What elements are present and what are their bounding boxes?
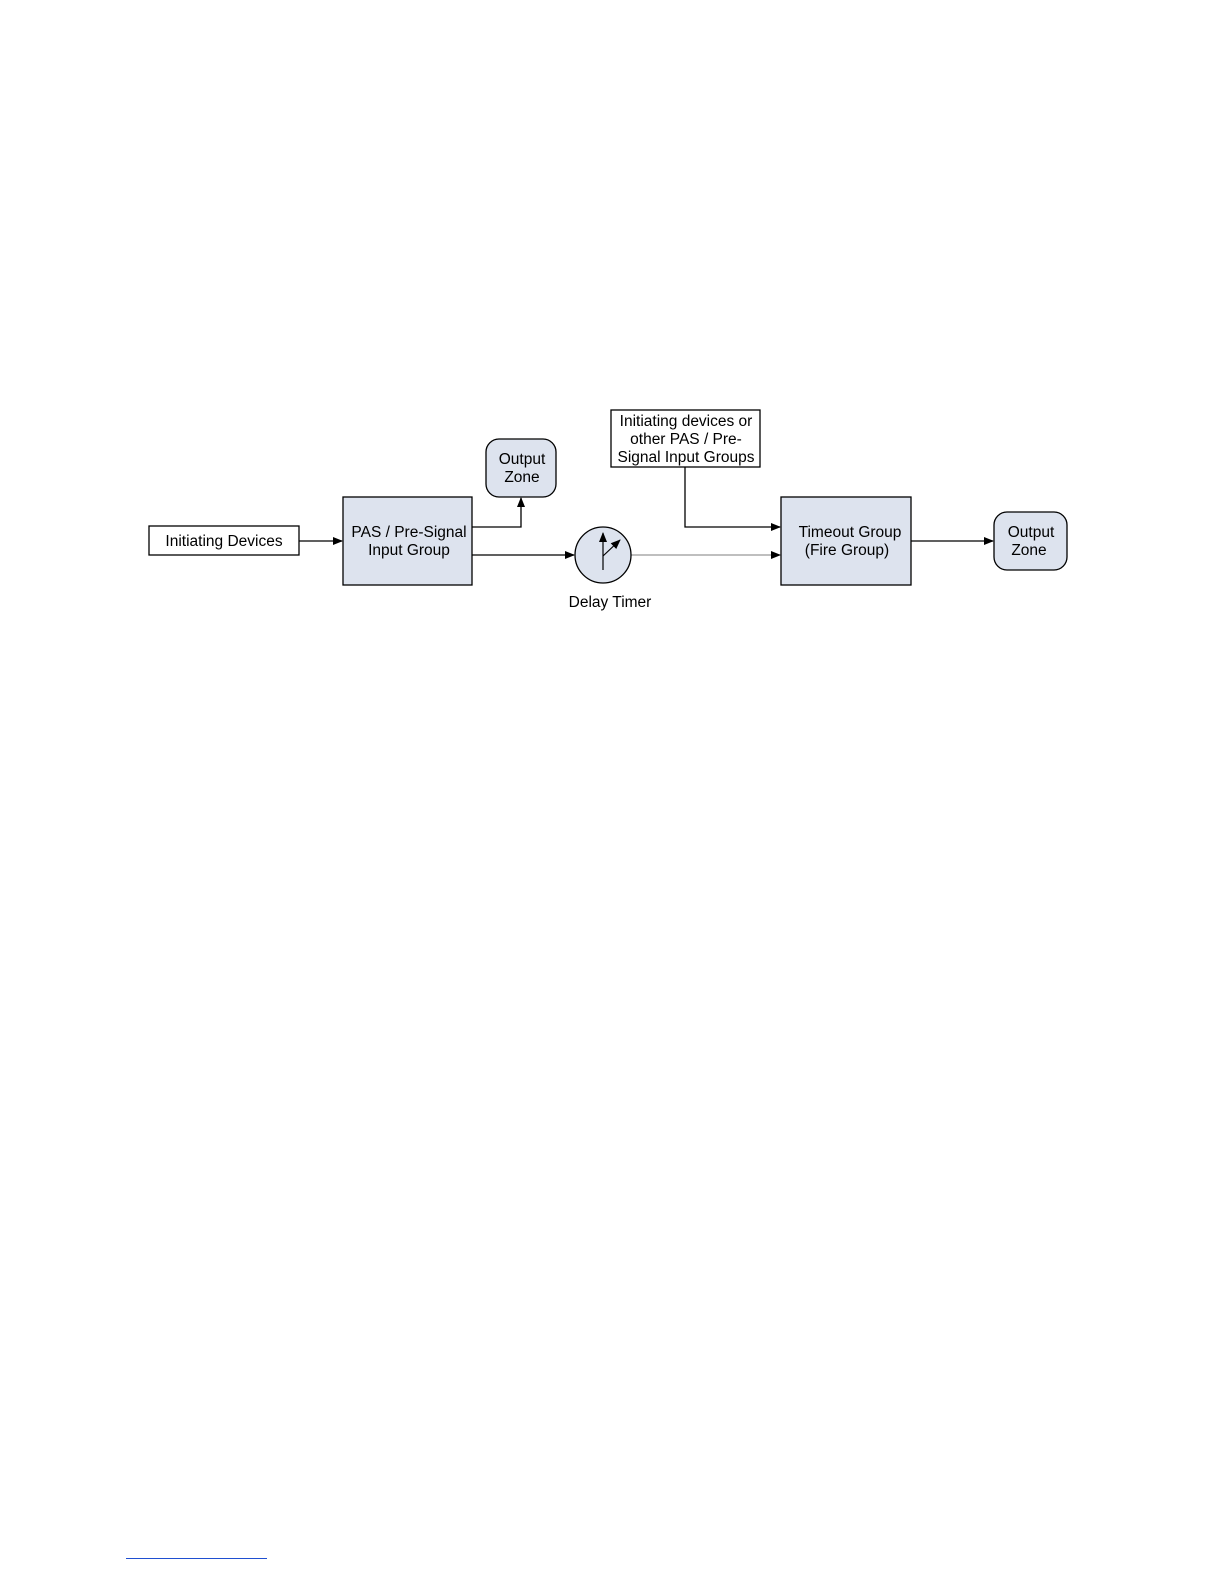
- other-inputs-label-line3: Signal Input Groups: [617, 449, 754, 466]
- pas-input-group-node: PAS / Pre-Signal Input Group: [343, 497, 472, 585]
- output-zone-right-box: [994, 512, 1067, 570]
- other-inputs-label-line2: other PAS / Pre-: [630, 431, 742, 448]
- output-zone-right-node: Output Zone: [994, 512, 1067, 570]
- pas-input-group-label-line1: PAS / Pre-Signal: [351, 524, 466, 541]
- timeout-group-node: Timeout Group (Fire Group): [781, 497, 911, 585]
- arrow-pas-to-output-zone-top: [472, 498, 521, 527]
- timeout-group-box: [781, 497, 911, 585]
- timeout-group-label-line2: (Fire Group): [805, 542, 889, 559]
- output-zone-top-node: Output Zone: [486, 439, 556, 497]
- pas-input-group-label-line2: Input Group: [368, 542, 450, 559]
- footnote-separator: [126, 1558, 267, 1559]
- other-inputs-node: Initiating devices or other PAS / Pre- S…: [611, 410, 760, 467]
- output-zone-top-box: [486, 439, 556, 497]
- pas-input-group-box: [343, 497, 472, 585]
- output-zone-right-label-line2: Zone: [1011, 542, 1046, 559]
- initiating-devices-label: Initiating Devices: [165, 533, 282, 550]
- timeout-group-label-line1: Timeout Group: [799, 524, 902, 541]
- output-zone-right-label-line1: Output: [1008, 524, 1055, 541]
- delay-timer-node: Delay Timer: [569, 527, 652, 611]
- arrow-other-inputs-to-timeout: [685, 467, 780, 527]
- output-zone-top-label-line1: Output: [499, 451, 546, 468]
- output-zone-top-label-line2: Zone: [504, 469, 539, 486]
- other-inputs-label-line1: Initiating devices or: [620, 413, 753, 430]
- initiating-devices-node: Initiating Devices: [149, 526, 299, 555]
- delay-timer-label: Delay Timer: [569, 594, 652, 611]
